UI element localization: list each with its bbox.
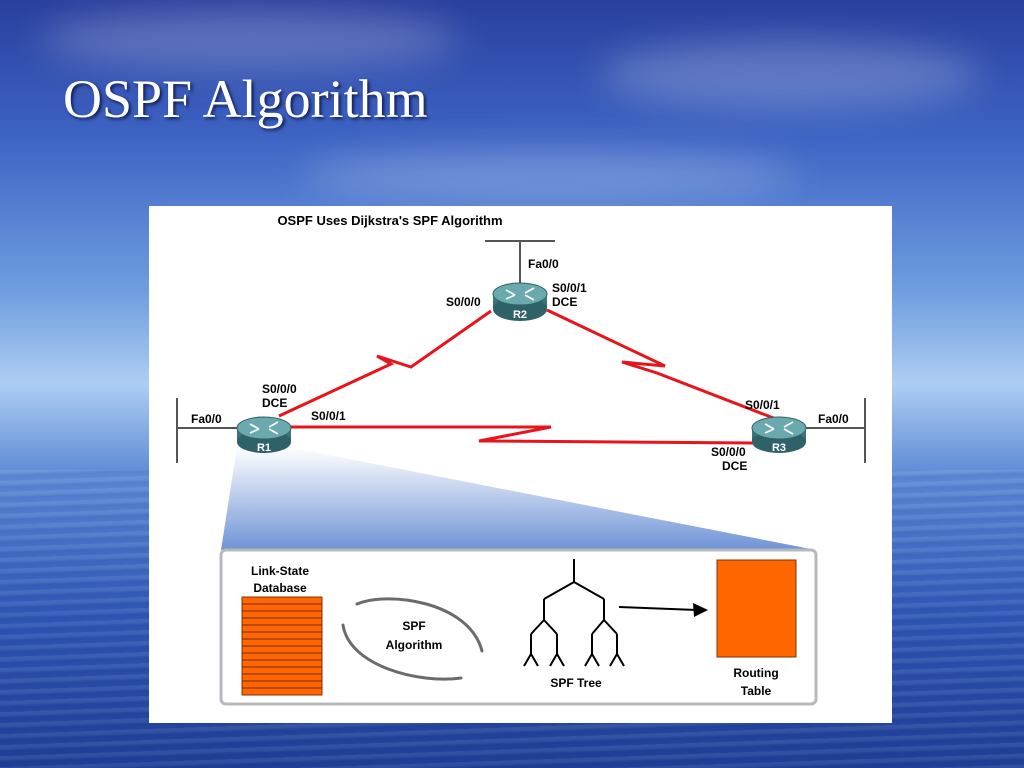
router-r3[interactable]: R3 bbox=[751, 416, 807, 454]
router-r1[interactable]: R1 bbox=[236, 416, 292, 454]
link-r1-r3 bbox=[289, 425, 756, 445]
r1-dce-label: DCE bbox=[262, 396, 287, 410]
spf-tree-icon bbox=[523, 559, 625, 667]
spf-label-line1: SPF bbox=[402, 619, 425, 633]
router-arrows-icon bbox=[249, 421, 279, 435]
lsdb-stack-icon bbox=[241, 596, 323, 696]
lsdb-label-line1: Link-State bbox=[251, 564, 309, 578]
r2-dce-label: DCE bbox=[552, 295, 577, 309]
r1-s000-label: S0/0/0 bbox=[262, 382, 297, 396]
routing-table-icon bbox=[716, 559, 797, 658]
r2-s001-label: S0/0/1 bbox=[552, 281, 587, 295]
router-label: R2 bbox=[513, 309, 527, 321]
sky-cloud bbox=[40, 10, 460, 70]
r3-s001-label: S0/0/1 bbox=[745, 398, 780, 412]
router-label: R1 bbox=[257, 442, 271, 454]
r1-fa0-label: Fa0/0 bbox=[191, 412, 222, 426]
r1-s001-label: S0/0/1 bbox=[311, 409, 346, 423]
router-r2[interactable]: R2 bbox=[492, 282, 548, 321]
link-r1-r2 bbox=[278, 309, 492, 418]
ospf-figure: OSPF Uses Dijkstra's SPF Algorithm R2 bbox=[149, 206, 892, 723]
sky-cloud bbox=[300, 150, 800, 200]
arrow-right-icon bbox=[618, 603, 708, 617]
serial-links bbox=[278, 308, 790, 445]
spf-tree-label: SPF Tree bbox=[550, 676, 602, 690]
router-label: R3 bbox=[772, 442, 786, 454]
ospf-diagram: OSPF Uses Dijkstra's SPF Algorithm R2 bbox=[176, 213, 866, 706]
router-arrows-icon bbox=[764, 421, 794, 435]
routing-table-label-line1: Routing bbox=[733, 666, 778, 680]
r2-fa0-label: Fa0/0 bbox=[528, 257, 559, 271]
r3-dce-label: DCE bbox=[722, 459, 747, 473]
r3-s000-label: S0/0/0 bbox=[711, 445, 746, 459]
spf-label-line2: Algorithm bbox=[386, 638, 443, 652]
lsdb-label-line2: Database bbox=[253, 581, 307, 595]
routing-table-label-line2: Table bbox=[741, 684, 772, 698]
router-arrows-icon bbox=[505, 287, 535, 301]
link-r2-r3 bbox=[546, 308, 790, 426]
zoom-cone bbox=[221, 447, 816, 550]
sky-cloud bbox=[600, 40, 980, 110]
spf-detail-box bbox=[219, 548, 818, 706]
figure-title: OSPF Uses Dijkstra's SPF Algorithm bbox=[277, 213, 502, 228]
r3-fa0-label: Fa0/0 bbox=[818, 412, 849, 426]
spf-cycle-icon bbox=[341, 597, 484, 681]
r2-s000-label: S0/0/0 bbox=[446, 295, 481, 309]
slide-title: OSPF Algorithm bbox=[63, 69, 428, 129]
